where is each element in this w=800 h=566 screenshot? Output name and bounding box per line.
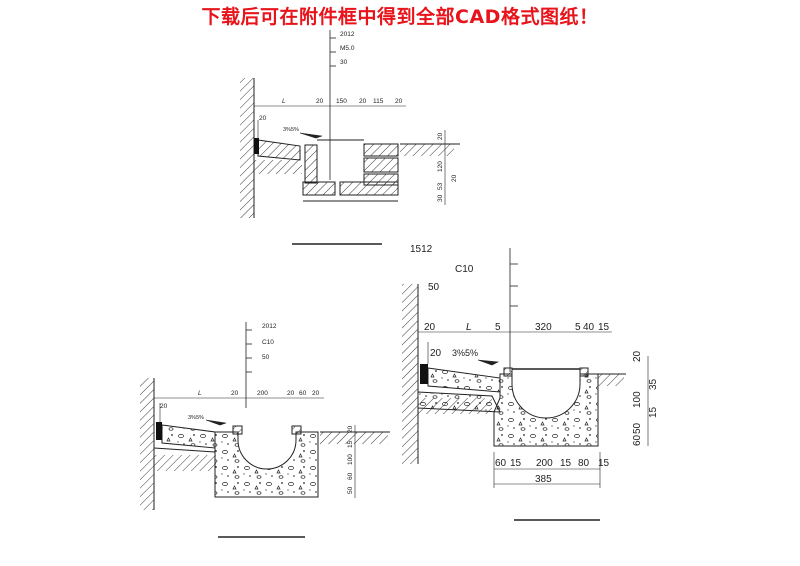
detail-1-slope: 3%5% <box>283 127 299 133</box>
detail-1-dim-top-5: 20 <box>395 98 403 105</box>
detail-3-leader <box>509 248 518 372</box>
detail-2-slope-arrow <box>205 419 227 426</box>
detail-2-dim-right-4: 60 <box>347 472 354 480</box>
detail-3-dim-left: 20 <box>430 348 442 359</box>
detail-2-dim-right-1: 20 <box>347 425 354 433</box>
detail-3-dim-right-6: 60 <box>632 434 643 446</box>
detail-1-dim-right-2: 120 <box>437 161 444 172</box>
detail-1-dim-l: L <box>282 98 286 105</box>
detail-3-dim-right-2: 35 <box>648 378 659 390</box>
detail-2-label-3: 50 <box>262 354 270 361</box>
detail-1-dim-right-4: 53 <box>437 182 444 190</box>
detail-2-ground <box>154 431 390 471</box>
detail-3-dim-top-4: 5 <box>575 322 581 333</box>
detail-3-wall <box>402 284 419 464</box>
detail-3-dim-lines <box>418 331 649 488</box>
detail-3-drawing <box>402 248 649 521</box>
detail-3-dim-right-3: 100 <box>632 391 643 408</box>
detail-1-dim-top-4: 115 <box>373 98 384 105</box>
detail-3-dim-right-4: 15 <box>648 406 659 418</box>
detail-1-leader <box>329 30 336 180</box>
detail-1-wall <box>240 78 255 218</box>
detail-3-dim-bottom-4: 15 <box>560 458 572 469</box>
detail-1-dim-top-3: 20 <box>359 98 367 105</box>
detail-1-dim-right-3: 20 <box>451 174 458 182</box>
detail-3-dim-l: L <box>466 322 472 333</box>
detail-2-dim-top-4: 60 <box>299 390 307 397</box>
detail-3-dim-right-5: 50 <box>632 422 643 434</box>
detail-1-label-3: 30 <box>340 59 348 66</box>
detail-1-label-2: M5.0 <box>340 45 355 52</box>
detail-1-slab <box>254 138 301 161</box>
detail-2-dim-top-2: 200 <box>257 390 268 397</box>
detail-2-dim-lines <box>154 397 356 498</box>
detail-1-dim-top-1: 20 <box>316 98 324 105</box>
detail-1-slope-arrow <box>299 132 323 139</box>
detail-2-leader <box>245 322 252 408</box>
detail-2-drawing <box>140 322 390 538</box>
detail-2-dim-l: L <box>198 390 202 397</box>
detail-1-dim-lines <box>254 105 446 205</box>
detail-3-dim-right-1: 20 <box>632 350 643 362</box>
detail-3-dim-top-3: 320 <box>535 322 552 333</box>
detail-2-annotations: 2012 C10 50 L 20 200 20 60 20 20 3%5% 20… <box>160 323 354 494</box>
detail-2-label-1: 2012 <box>262 323 277 330</box>
detail-2-wall <box>140 378 155 510</box>
detail-3-dim-bottom-1: 60 <box>495 458 507 469</box>
detail-3-slope-arrow <box>477 359 500 366</box>
detail-2-dim-top-1: 20 <box>231 390 239 397</box>
detail-2-slab <box>153 422 216 453</box>
detail-2-slope: 3%5% <box>188 415 204 421</box>
detail-3-dim-bottom-3: 200 <box>536 458 553 469</box>
detail-3-label-1: 1512 <box>410 244 433 255</box>
detail-3-annotations: 1512 C10 50 20 L 5 320 5 40 15 20 3%5% 2… <box>410 244 659 485</box>
detail-3-channel <box>493 367 599 447</box>
detail-3-dim-bottom-5: 80 <box>578 458 590 469</box>
detail-2-label-2: C10 <box>262 339 274 346</box>
detail-3-dim-bottom-6: 15 <box>598 458 610 469</box>
detail-1-dim-left: 20 <box>259 115 267 122</box>
detail-3-label-3: 50 <box>428 282 440 293</box>
detail-2-dim-top-3: 20 <box>287 390 295 397</box>
detail-1-channel <box>302 139 399 202</box>
detail-3-slab <box>417 364 501 413</box>
detail-3-dim-top-6: 15 <box>598 322 610 333</box>
detail-1-ground <box>254 143 460 174</box>
detail-2-dim-right-5: 50 <box>347 486 354 494</box>
detail-2-dim-right-3: 100 <box>347 454 354 465</box>
detail-3-dim-top-5: 40 <box>583 322 595 333</box>
detail-1-annotations: 2012 M5.0 30 L 20 150 20 115 20 20 3%5% … <box>259 31 458 202</box>
download-banner: 下载后可在附件框中得到全部CAD格式图纸！ <box>201 6 599 28</box>
detail-1-drawing <box>240 30 460 245</box>
detail-2-dim-top-5: 20 <box>312 390 320 397</box>
detail-3-dim-top-1: 20 <box>424 322 436 333</box>
detail-3-slope: 3%5% <box>452 348 478 358</box>
detail-2-dim-right-2: 15 <box>347 440 354 448</box>
detail-1-dim-top-2: 150 <box>336 98 347 105</box>
detail-1-label-1: 2012 <box>340 31 355 38</box>
detail-1-dim-right-5: 30 <box>437 194 444 202</box>
detail-2-channel <box>214 425 319 498</box>
detail-3-dim-total: 385 <box>535 474 552 485</box>
detail-3-dim-top-2: 5 <box>495 322 501 333</box>
detail-3-label-2: C10 <box>455 264 474 275</box>
detail-3-dim-bottom-2: 15 <box>510 458 522 469</box>
detail-2-dim-left: 20 <box>160 403 168 410</box>
detail-1-dim-right-1: 20 <box>437 132 444 140</box>
